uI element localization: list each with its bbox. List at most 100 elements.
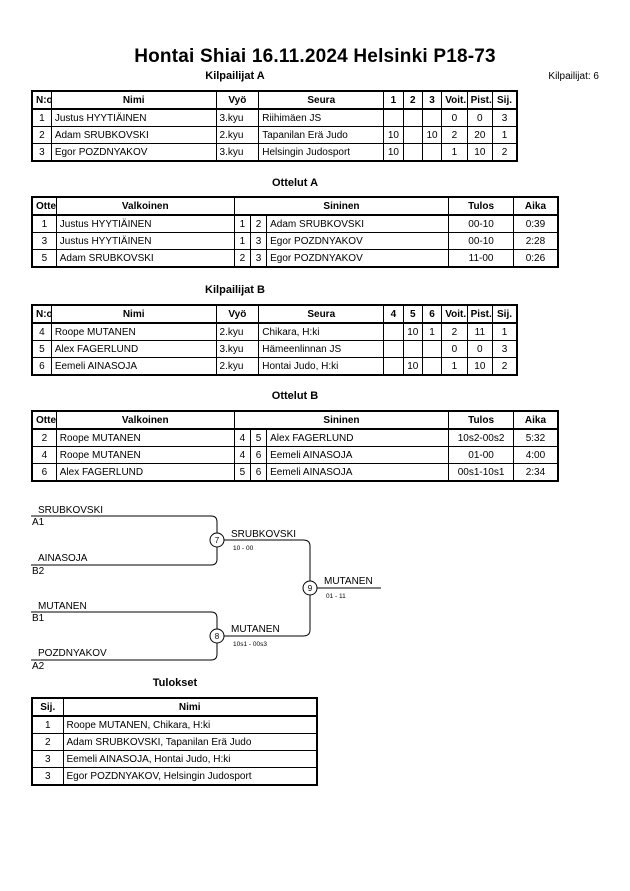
- table-row: 1 Justus HYYTIÄINEN 3.kyu Riihimäen JS 0…: [31, 108, 518, 127]
- cell-blue: Eemeli AINASOJA: [266, 463, 450, 482]
- table-row: 3 Egor POZDNYAKOV 3.kyu Helsingin Judosp…: [31, 143, 518, 162]
- cell-match: 4: [31, 446, 57, 464]
- header-result: Tulos: [448, 410, 514, 430]
- header-rank: Sij.: [492, 304, 518, 324]
- cell-result: 01-00: [448, 446, 514, 464]
- header-number: N:o: [31, 304, 52, 324]
- cell-time: 2:28: [512, 232, 559, 250]
- cell-rank: 3: [31, 750, 64, 768]
- cell-result: 00s1-10s1: [448, 463, 514, 482]
- pool-b-table: N:o Nimi Vyö Seura 4 5 6 Voit. Pist. Sij…: [31, 304, 518, 376]
- entry-seed: A1: [32, 517, 45, 528]
- header-club: Seura: [258, 304, 385, 324]
- match-8-winner: MUTANEN: [231, 624, 280, 635]
- cell-match: 5: [31, 249, 57, 268]
- match-9-winner: MUTANEN: [324, 576, 373, 587]
- matches-b-title: Ottelut B: [271, 390, 319, 402]
- cell-name: Eemeli AINASOJA, Hontai Judo, H:ki: [62, 750, 318, 768]
- cell-score: [421, 340, 443, 358]
- cell-points: 10: [466, 143, 494, 162]
- cell-result: 11-00: [448, 249, 514, 268]
- cell-score: 10: [402, 357, 423, 376]
- page-title: Hontai Shiai 16.11.2024 Helsinki P18-73: [134, 46, 496, 67]
- table-row: 1 Roope MUTANEN, Chikara, H:ki: [31, 715, 318, 734]
- cell-name: Eemeli AINASOJA: [50, 357, 217, 376]
- cell-time: 4:00: [512, 446, 559, 464]
- matches-a-table: Ottelu Valkoinen Sininen Tulos Aika 1 Ju…: [31, 196, 559, 268]
- cell-number: 4: [31, 322, 52, 341]
- results-table: Sij. Nimi 1 Roope MUTANEN, Chikara, H:ki…: [31, 697, 318, 786]
- header-opp-2: 2: [402, 90, 423, 110]
- cell-white-no: 4: [233, 446, 251, 464]
- header-opp-3: 3: [421, 90, 443, 110]
- pool-a-table: N:o Nimi Vyö Seura 1 2 3 Voit. Pist. Sij…: [31, 90, 518, 162]
- pool-b-title: Kilpailijat B: [205, 284, 265, 296]
- cell-number: 3: [31, 143, 52, 162]
- header-rank: Sij.: [492, 90, 518, 110]
- header-number: N:o: [31, 90, 52, 110]
- entry-name: MUTANEN: [38, 601, 87, 612]
- cell-blue-no: 6: [249, 463, 268, 482]
- matches-b-table: Ottelu Valkoinen Sininen Tulos Aika 2 Ro…: [31, 410, 559, 482]
- cell-rank: 1: [31, 715, 64, 734]
- matches-a-title: Ottelut A: [271, 177, 319, 189]
- cell-name: Roope MUTANEN, Chikara, H:ki: [62, 715, 318, 734]
- cell-rank: 2: [492, 143, 518, 162]
- cell-blue: Egor POZDNYAKOV: [266, 232, 450, 250]
- cell-belt: 2.kyu: [215, 357, 260, 376]
- header-name: Nimi: [50, 90, 217, 110]
- table-row: 4 Roope MUTANEN 4 6 Eemeli AINASOJA 01-0…: [31, 446, 559, 464]
- cell-blue-no: 3: [249, 232, 268, 250]
- match-7-score: 10 - 00: [233, 545, 254, 552]
- header-match: Ottelu: [31, 196, 57, 216]
- table-row: 2 Adam SRUBKOVSKI, Tapanilan Erä Judo: [31, 733, 318, 751]
- cell-number: 6: [31, 357, 52, 376]
- table-row: 3 Justus HYYTIÄINEN 1 3 Egor POZDNYAKOV …: [31, 232, 559, 250]
- header-blue: Sininen: [233, 196, 450, 216]
- table-row: 6 Alex FAGERLUND 5 6 Eemeli AINASOJA 00s…: [31, 463, 559, 482]
- header-rank: Sij.: [31, 697, 64, 717]
- cell-match: 6: [31, 463, 57, 482]
- table-row: 5 Alex FAGERLUND 3.kyu Hämeenlinnan JS 0…: [31, 340, 518, 358]
- results-title: Tulokset: [152, 677, 198, 689]
- cell-club: Hämeenlinnan JS: [258, 340, 385, 358]
- cell-blue-no: 6: [249, 446, 268, 464]
- cell-number: 2: [31, 126, 52, 144]
- pool-a-title: Kilpailijat A: [205, 70, 265, 82]
- match-8-number: 8: [215, 632, 220, 641]
- match-7-number: 7: [215, 536, 220, 545]
- cell-rank: 3: [492, 340, 518, 358]
- table-row: 2 Roope MUTANEN 4 5 Alex FAGERLUND 10s2-…: [31, 428, 559, 447]
- header-name: Nimi: [50, 304, 217, 324]
- header-name: Nimi: [62, 697, 318, 717]
- header-result: Tulos: [448, 196, 514, 216]
- cell-rank: 3: [31, 767, 64, 786]
- cell-time: 2:34: [512, 463, 559, 482]
- header-time: Aika: [512, 410, 559, 430]
- cell-name: Egor POZDNYAKOV, Helsingin Judosport: [62, 767, 318, 786]
- header-match: Ottelu: [31, 410, 57, 430]
- header-white: Valkoinen: [55, 410, 235, 430]
- entry-seed: B2: [32, 566, 45, 577]
- cell-name: Egor POZDNYAKOV: [50, 143, 217, 162]
- table-row: 3 Eemeli AINASOJA, Hontai Judo, H:ki: [31, 750, 318, 768]
- cell-time: 0:39: [512, 214, 559, 233]
- header-time: Aika: [512, 196, 559, 216]
- table-row: 4 Roope MUTANEN 2.kyu Chikara, H:ki 10 1…: [31, 322, 518, 341]
- cell-name: Adam SRUBKOVSKI, Tapanilan Erä Judo: [62, 733, 318, 751]
- entry-name: POZDNYAKOV: [38, 648, 107, 659]
- cell-time: 5:32: [512, 428, 559, 447]
- entry-name: AINASOJA: [38, 553, 88, 564]
- cell-rank: 2: [31, 733, 64, 751]
- header-belt: Vyö: [215, 90, 260, 110]
- cell-rank: 1: [492, 126, 518, 144]
- cell-number: 5: [31, 340, 52, 358]
- cell-score: [421, 357, 443, 376]
- cell-club: Tapanilan Erä Judo: [258, 126, 385, 144]
- header-club: Seura: [258, 90, 385, 110]
- cell-score: 10: [421, 126, 443, 144]
- entry-name: SRUBKOVSKI: [38, 505, 103, 516]
- table-row: 5 Adam SRUBKOVSKI 2 3 Egor POZDNYAKOV 11…: [31, 249, 559, 268]
- cell-blue: Eemeli AINASOJA: [266, 446, 450, 464]
